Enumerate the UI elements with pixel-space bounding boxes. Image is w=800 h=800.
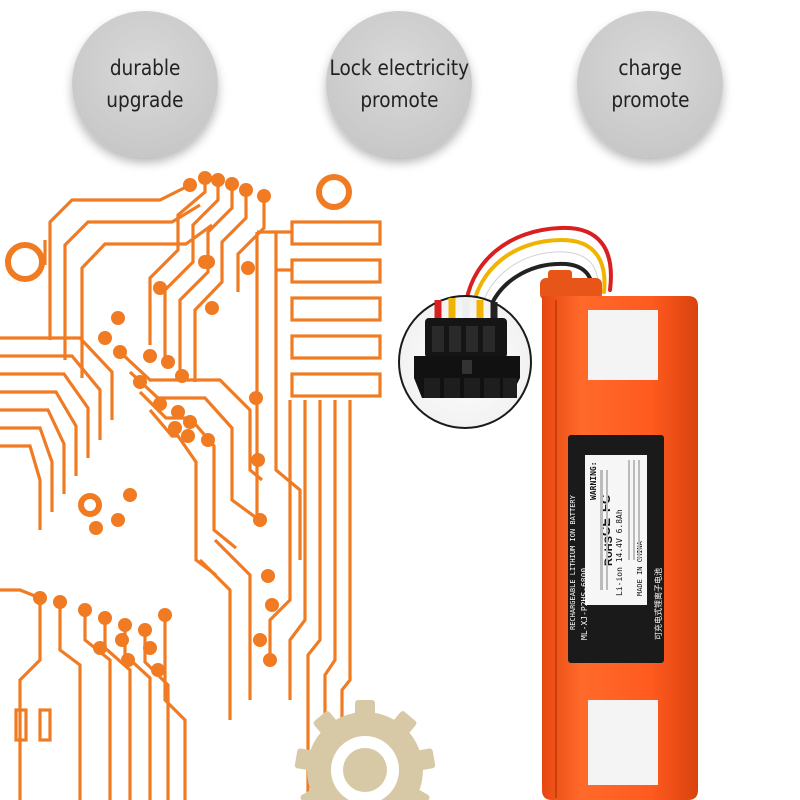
feature-badge-charge: charge promote xyxy=(577,11,723,157)
feature-line-1: charge xyxy=(618,56,682,80)
circuit-traces xyxy=(0,178,382,800)
feature-badge-durable: durable upgrade xyxy=(72,11,218,157)
feature-line-2: promote xyxy=(610,88,690,112)
feature-line-1: durable xyxy=(109,56,181,80)
battery-label-spec: Li-ion 14.4V 6.8Ah xyxy=(615,509,624,596)
battery-label-origin: MADE IN CHINA xyxy=(636,540,644,596)
battery-label-rohs: RoHS xyxy=(603,536,615,566)
battery-pad-bottom xyxy=(588,700,658,785)
feature-line-1: Lock electricity xyxy=(329,56,469,80)
battery-label: RECHARGEABLE LITHIUM ION BATTERY ML-XJ-P… xyxy=(568,435,664,663)
feature-badge-lock-electricity: Lock electricity promote xyxy=(326,11,472,157)
battery-pad-top xyxy=(588,310,658,380)
feature-line-2: promote xyxy=(359,88,439,112)
label-fine-print xyxy=(600,460,640,590)
feature-line-2: upgrade xyxy=(106,88,184,112)
circuit-ring-pads xyxy=(5,174,352,517)
battery-label-chinese: 可充电式锂离子电池 xyxy=(653,568,663,640)
gear-graphic xyxy=(294,700,436,800)
connector-zoom xyxy=(398,295,532,429)
battery-label-model: ML-XJ-P2HS-6800 xyxy=(580,568,589,640)
circuit-pads xyxy=(33,171,279,677)
battery-label-warning: WARNING: xyxy=(589,461,598,500)
battery-label-type: RECHARGEABLE LITHIUM ION BATTERY xyxy=(569,494,577,630)
